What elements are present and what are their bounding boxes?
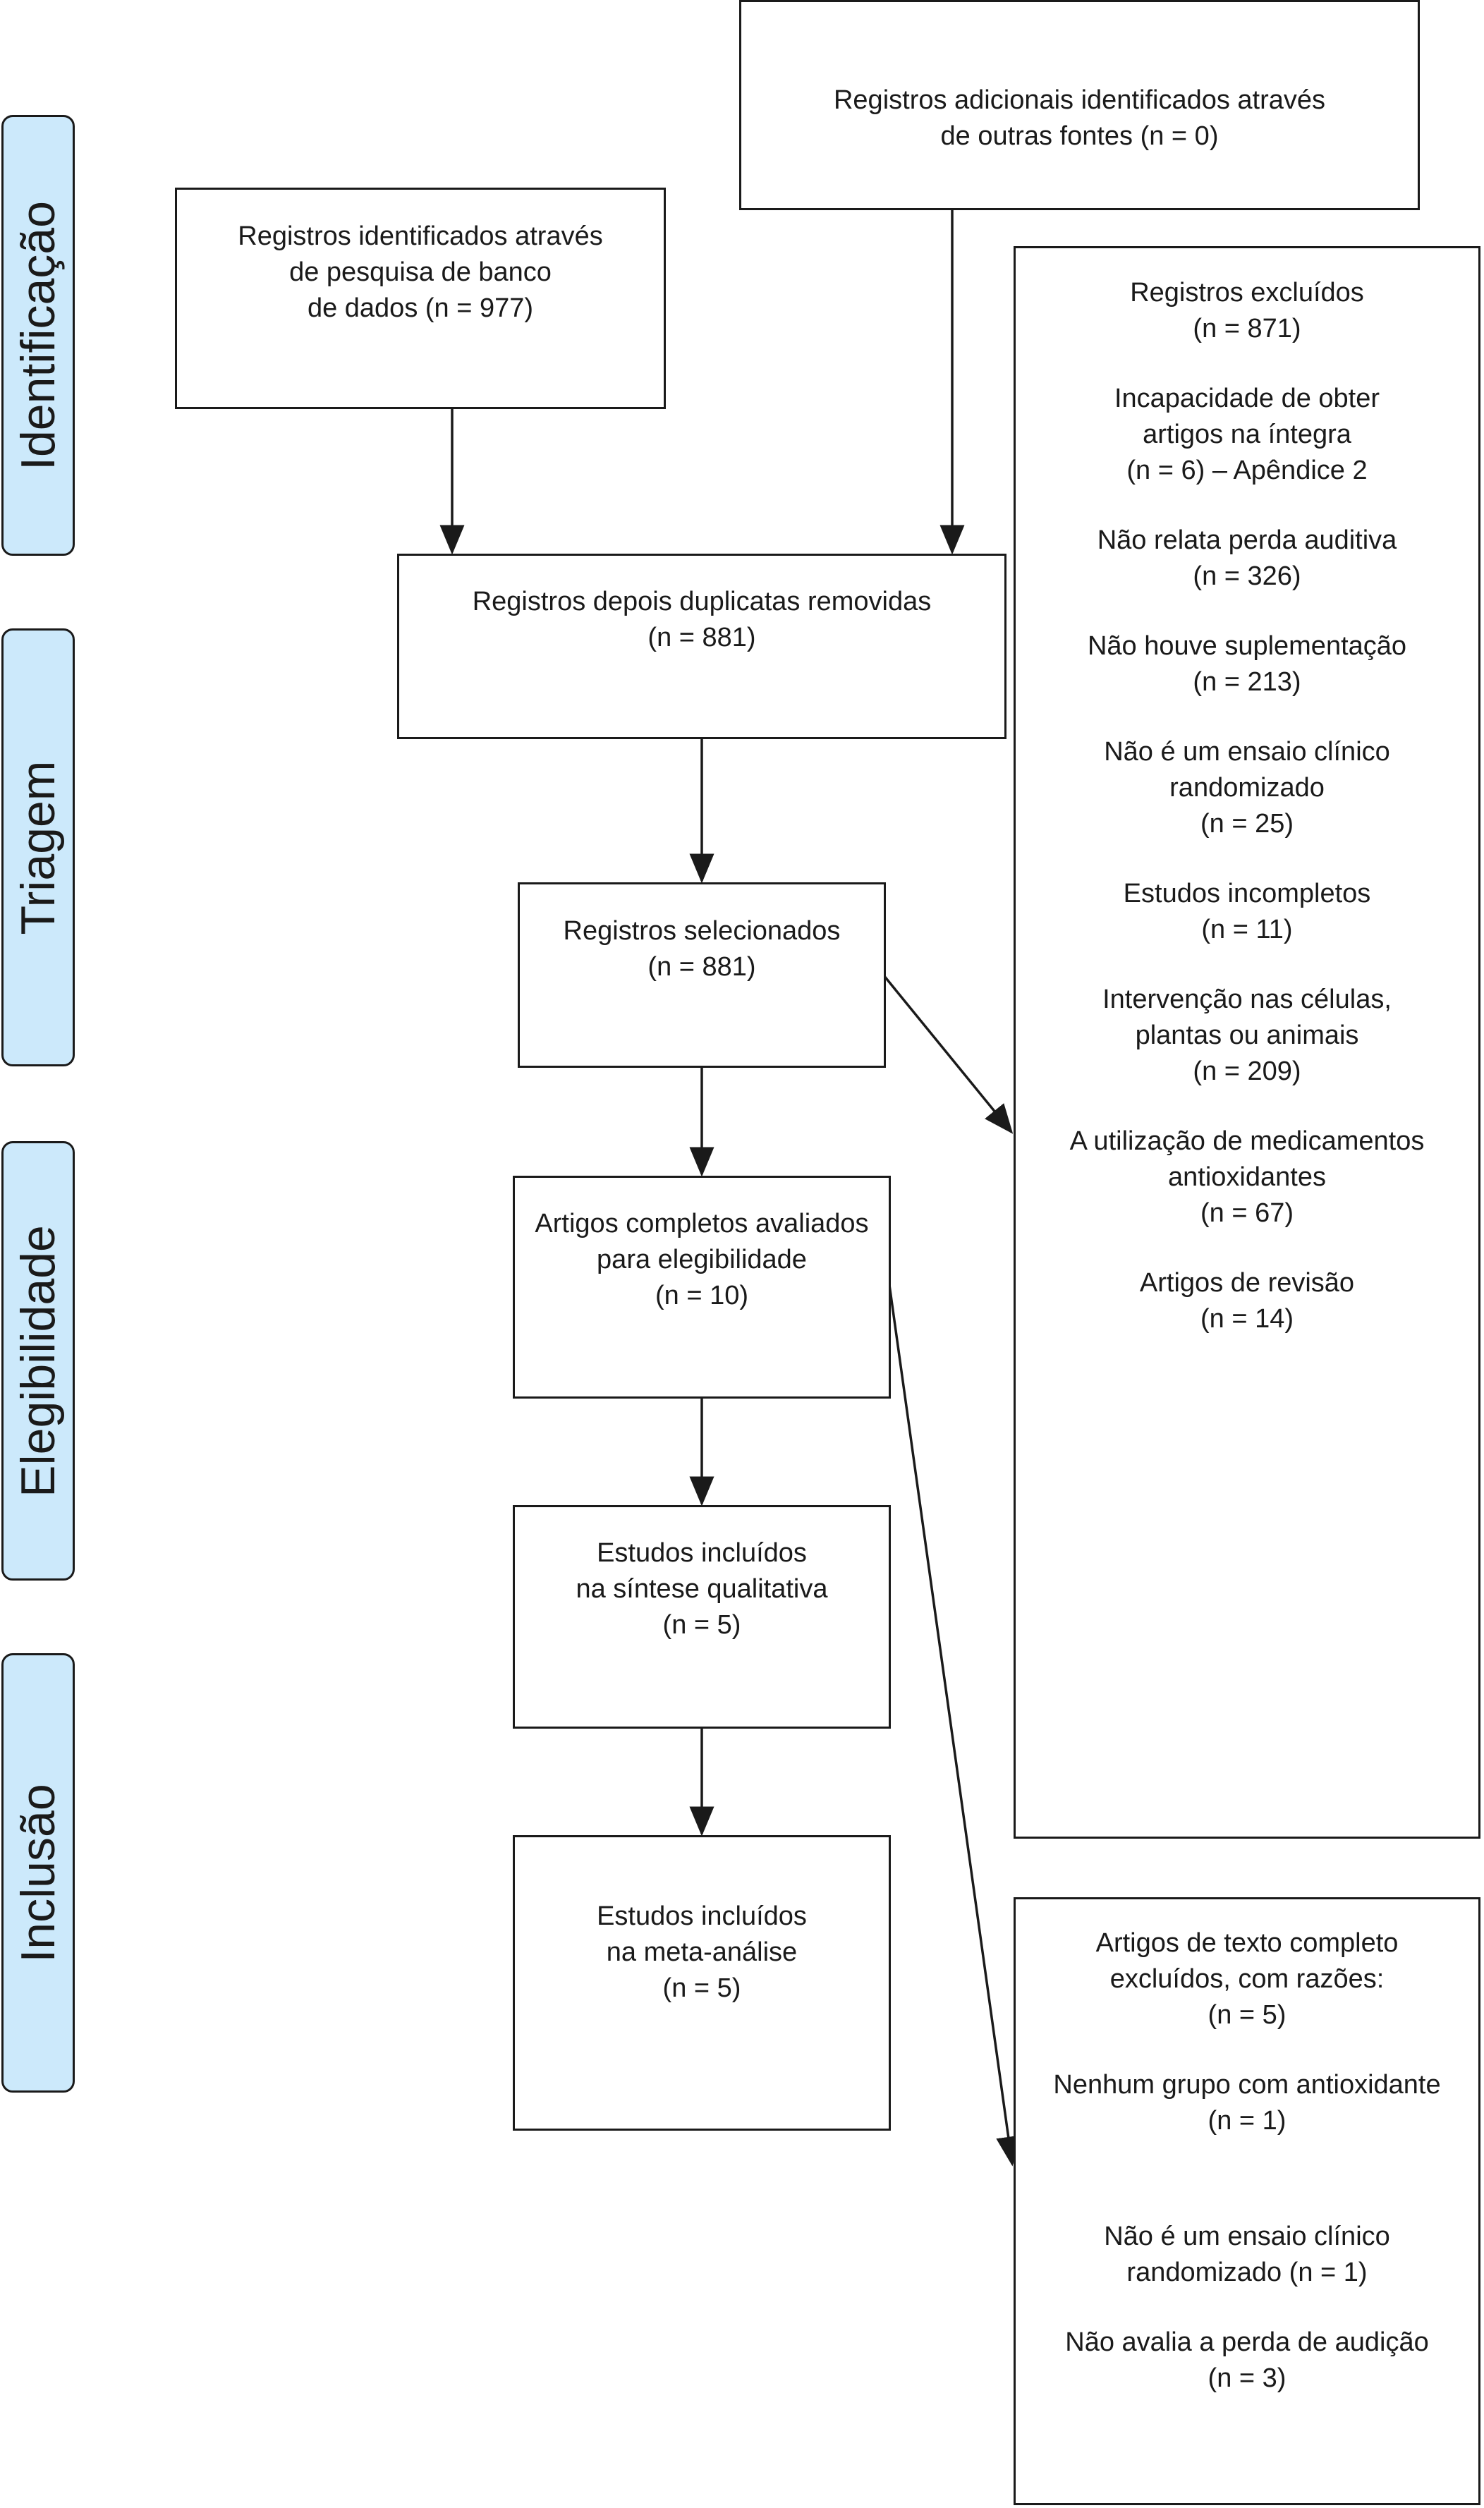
box-line: Artigos completos avaliados <box>535 1209 869 1238</box>
reason-line: (n = 213) <box>1193 667 1301 697</box>
box-line: Estudos incluídos <box>597 1538 807 1568</box>
stage-identification-label: Identificação <box>11 200 65 470</box>
box-line: (n = 881) <box>647 952 756 982</box>
reason-line: Não é um ensaio clínico <box>1104 2222 1390 2251</box>
box-line: de pesquisa de banco <box>289 257 552 287</box>
stage-inclusion: Inclusão <box>1 1653 75 2093</box>
box-line: Estudos incluídos <box>597 1901 807 1931</box>
reason-line: (n = 1) <box>1208 2106 1287 2136</box>
reason-line: Estudos incompletos <box>1123 879 1371 908</box>
box-line: de outras fontes (n = 0) <box>940 121 1219 151</box>
reason-line: (n = 326) <box>1193 561 1301 591</box>
arrow-screened-to-excluded <box>882 974 1014 1134</box>
excluded-title-line: (n = 871) <box>1193 314 1301 343</box>
duplicates-removed-box: Registros depois duplicatas removidas (n… <box>397 554 1006 739</box>
box-line: Registros selecionados <box>563 916 841 946</box>
box-line: (n = 881) <box>647 623 756 652</box>
reason-line: Artigos de revisão <box>1139 1268 1355 1298</box>
meta-analysis-box: Estudos incluídos na meta-análise (n = 5… <box>513 1835 891 2131</box>
reason-line: randomizado (n = 1) <box>1126 2258 1368 2287</box>
box-line: (n = 5) <box>662 1610 741 1640</box>
reason-line: artigos na íntegra <box>1143 420 1351 449</box>
reason-line: Intervenção nas células, <box>1102 985 1392 1014</box>
reason-line: plantas ou animais <box>1135 1021 1359 1050</box>
excluded-fulltext-title-line: excluídos, com razões: <box>1109 1964 1385 1994</box>
box-line: na meta-análise <box>606 1937 798 1967</box>
reason-line: randomizado <box>1169 773 1325 803</box>
excluded-fulltext-title-line: (n = 5) <box>1208 2000 1287 2030</box>
reason-line: Nenhum grupo com antioxidante <box>1053 2070 1441 2100</box>
box-line: de dados (n = 977) <box>307 293 534 323</box>
reason-line: (n = 11) <box>1201 915 1293 944</box>
excluded-title-line: Registros excluídos <box>1130 278 1364 308</box>
fulltext-assessed-box: Artigos completos avaliados para elegibi… <box>513 1176 891 1399</box>
box-line: Registros depois duplicatas removidas <box>472 587 932 616</box>
stage-identification: Identificação <box>1 115 75 556</box>
stage-screening-label: Triagem <box>11 760 65 935</box>
reason-line: (n = 209) <box>1193 1057 1301 1086</box>
box-line: Registros adicionais identificados atrav… <box>833 85 1326 115</box>
box-line: na síntese qualitativa <box>576 1574 828 1604</box>
database-records-box: Registros identificados através de pesqu… <box>175 188 666 409</box>
reason-line: Incapacidade de obter <box>1114 384 1380 413</box>
reason-line: Não avalia a perda de audição <box>1065 2327 1429 2357</box>
reason-line: Não é um ensaio clínico <box>1104 737 1390 767</box>
excluded-records-box: Registros excluídos (n = 871) Incapacida… <box>1014 246 1480 1839</box>
screened-records-box: Registros selecionados (n = 881) <box>518 882 886 1068</box>
excluded-fulltext-title-line: Artigos de texto completo <box>1095 1928 1399 1958</box>
reason-line: (n = 6) – Apêndice 2 <box>1126 456 1368 485</box>
box-line: Registros identificados através <box>238 221 603 251</box>
reason-line: antioxidantes <box>1168 1162 1326 1192</box>
stage-eligibility-label: Elegibilidade <box>11 1224 65 1497</box>
excluded-fulltext-box: Artigos de texto completo excluídos, com… <box>1014 1897 1480 2505</box>
reason-line: Não relata perda auditiva <box>1097 525 1397 555</box>
qualitative-synthesis-box: Estudos incluídos na síntese qualitativa… <box>513 1505 891 1729</box>
stage-eligibility: Elegibilidade <box>1 1141 75 1581</box>
reason-line: A utilização de medicamentos <box>1069 1126 1425 1156</box>
reason-line: (n = 25) <box>1200 809 1294 839</box>
reason-line: (n = 3) <box>1208 2363 1287 2393</box>
additional-records-box: Registros adicionais identificados atrav… <box>739 0 1420 210</box>
reason-line: Não houve suplementação <box>1087 631 1407 661</box>
box-line: (n = 10) <box>655 1281 749 1310</box>
box-line: para elegibilidade <box>597 1245 807 1274</box>
reason-line: (n = 67) <box>1200 1198 1294 1228</box>
arrow-fulltext-to-excluded-fulltext <box>888 1284 1021 2167</box>
box-line: (n = 5) <box>662 1973 741 2003</box>
reason-line: (n = 14) <box>1200 1304 1294 1334</box>
stage-inclusion-label: Inclusão <box>11 1783 65 1963</box>
stage-screening: Triagem <box>1 628 75 1066</box>
